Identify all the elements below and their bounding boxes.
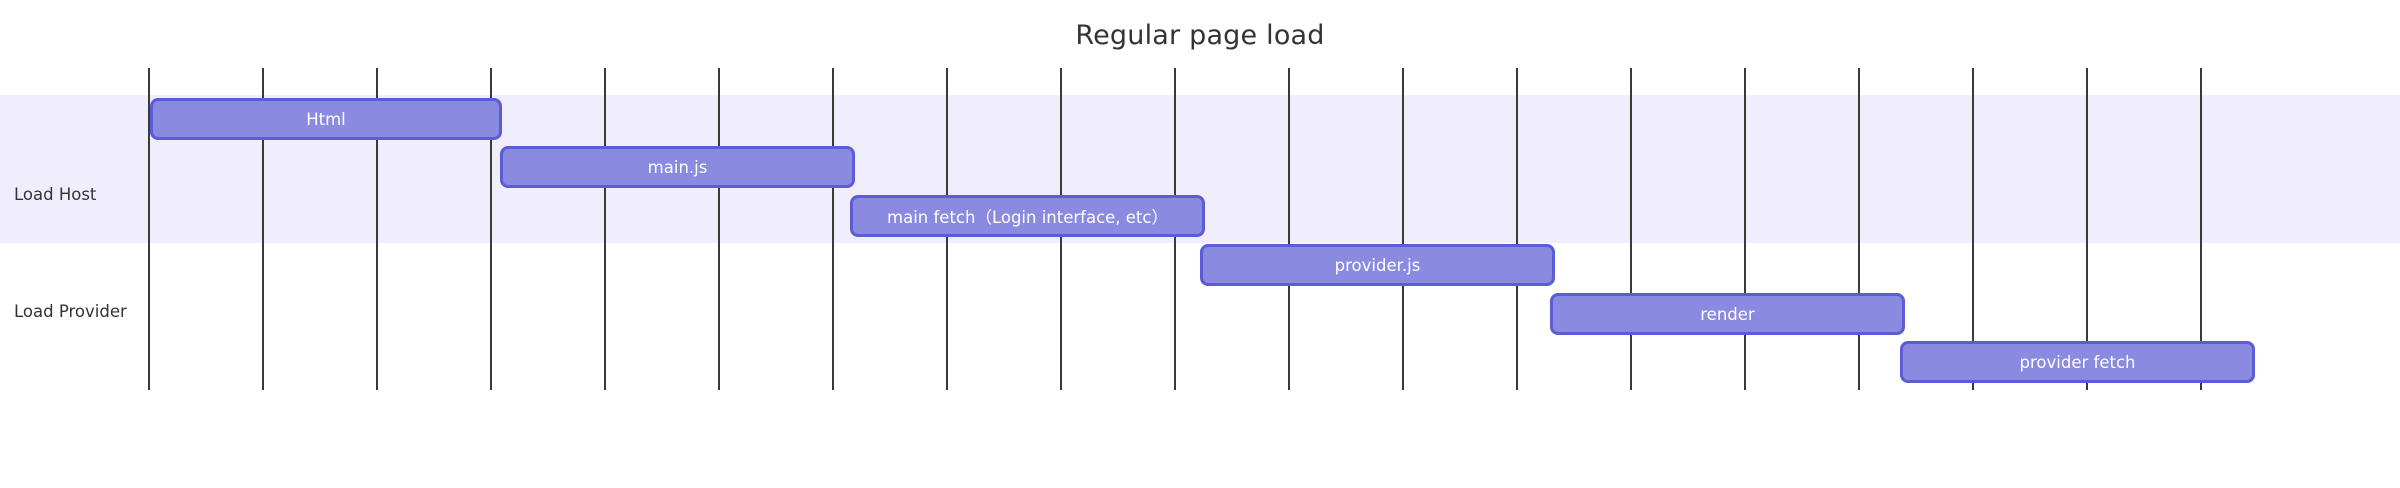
task-bar-label: Html <box>306 109 346 129</box>
gridline <box>604 68 606 390</box>
task-bar[interactable]: main fetch（Login interface, etc） <box>850 195 1205 237</box>
task-bar[interactable]: provider.js <box>1200 244 1555 286</box>
gridline <box>490 68 492 390</box>
task-bar[interactable]: provider fetch <box>1900 341 2255 383</box>
task-bar[interactable]: Html <box>150 98 502 140</box>
task-bar[interactable]: main.js <box>500 146 855 188</box>
task-bar-label: main.js <box>647 157 708 177</box>
gridline <box>1288 68 1290 390</box>
gridline <box>148 68 150 390</box>
gridline <box>1402 68 1404 390</box>
section-label-load-provider: Load Provider <box>14 302 127 321</box>
task-bar-label: render <box>1700 304 1755 324</box>
task-bar[interactable]: render <box>1550 293 1905 335</box>
gridline <box>1972 68 1974 390</box>
gridline <box>1516 68 1518 390</box>
task-bar-label: main fetch（Login interface, etc） <box>887 208 1168 227</box>
task-bar-label: provider fetch <box>2019 352 2136 372</box>
chart-title: Regular page load <box>1075 20 1325 51</box>
gridline <box>2086 68 2088 390</box>
gridline <box>718 68 720 390</box>
gridline <box>262 68 264 390</box>
task-bar-label: provider.js <box>1334 255 1421 275</box>
gridline <box>1630 68 1632 390</box>
gridline <box>832 68 834 390</box>
gridline <box>1858 68 1860 390</box>
gridline <box>376 68 378 390</box>
gridline <box>1744 68 1746 390</box>
section-label-load-host: Load Host <box>14 185 97 204</box>
gridline <box>2200 68 2202 390</box>
